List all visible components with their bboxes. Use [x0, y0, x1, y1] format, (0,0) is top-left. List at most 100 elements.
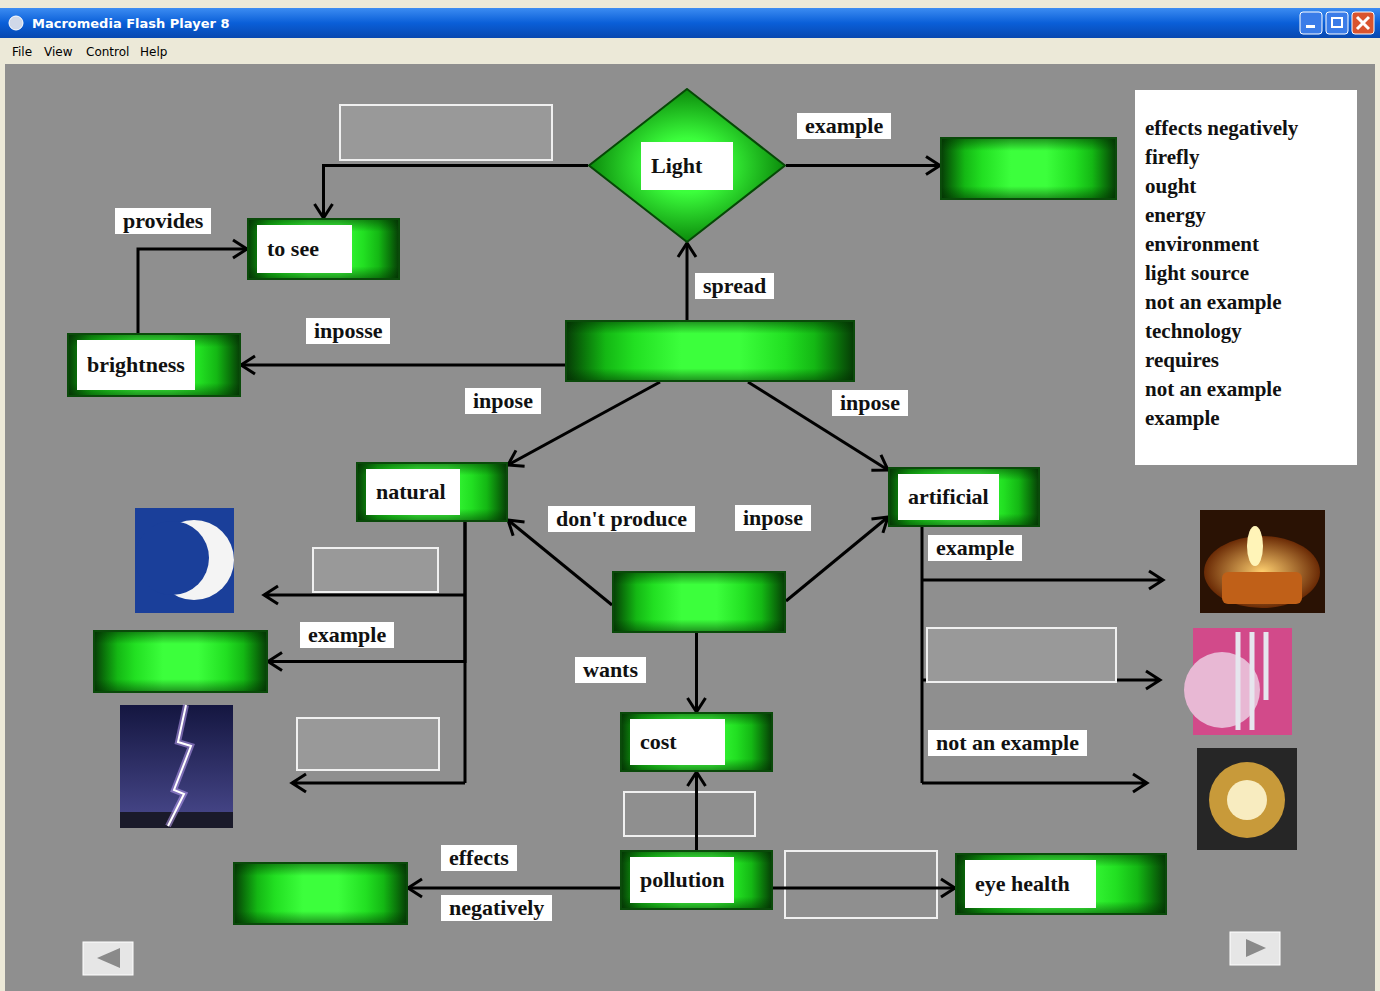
back-triangle	[97, 948, 120, 968]
bulb-core	[1227, 780, 1267, 820]
connector-line	[138, 249, 247, 333]
connector	[678, 243, 696, 320]
connector	[688, 772, 706, 850]
connector-line	[786, 164, 940, 167]
connector	[773, 879, 955, 897]
bulb-outer	[1209, 762, 1285, 838]
concept-box: brightness	[67, 333, 241, 397]
word-option: ought	[1135, 172, 1196, 201]
plate	[1184, 652, 1260, 728]
blank-box	[612, 571, 786, 633]
concept-box: pollution	[620, 850, 773, 910]
link-label: example	[928, 535, 1022, 561]
arrow-head	[871, 517, 888, 533]
connector-line	[508, 520, 612, 605]
concept-box: eye health	[955, 853, 1167, 915]
diamond-shape	[589, 89, 785, 242]
link-label: negatively	[441, 895, 552, 921]
connector-line	[695, 772, 698, 850]
link-label: wants	[575, 657, 646, 683]
lightning-glow	[168, 705, 191, 826]
answer-slot	[624, 792, 755, 836]
word-option: light source	[1135, 259, 1249, 288]
arrow-head	[941, 879, 955, 897]
window-title: Macromedia Flash Player 8	[32, 16, 229, 31]
back-button	[83, 942, 133, 975]
word-option: environment	[1135, 230, 1259, 259]
node-label: eye health	[965, 860, 1096, 908]
link-label: don't produce	[548, 506, 695, 532]
blank-box	[93, 630, 268, 693]
answer-slot	[927, 628, 1116, 682]
connector	[138, 240, 247, 333]
branch-arrow	[292, 774, 465, 792]
node-label: brightness	[77, 340, 195, 390]
answer-slot	[785, 851, 937, 918]
concept-box: natural	[356, 462, 508, 522]
close-button	[1352, 12, 1374, 34]
restore-glyph	[1332, 18, 1342, 27]
answer-slot	[297, 718, 439, 770]
close-glyph	[1357, 17, 1369, 29]
word-option: not an example	[1135, 288, 1282, 317]
link-label: example	[300, 622, 394, 648]
connector	[688, 633, 706, 712]
connector-line	[268, 522, 465, 662]
blank-box	[565, 320, 855, 382]
concept-box: artificial	[888, 467, 1040, 527]
link-label: inposse	[306, 318, 390, 344]
moon-shadow	[135, 521, 209, 595]
concept-box: cost	[620, 712, 773, 772]
connector	[786, 157, 940, 175]
arrow-head	[508, 520, 525, 536]
connector	[315, 166, 589, 219]
link-label: provides	[115, 208, 211, 234]
arrow-head	[688, 698, 706, 712]
minimize-glyph	[1306, 25, 1315, 28]
cutlery	[1238, 632, 1266, 730]
link-label: inpose	[465, 388, 541, 414]
blank-box	[940, 137, 1117, 200]
link-label: spread	[695, 273, 774, 299]
next-button	[1230, 932, 1280, 965]
branch-line	[921, 527, 924, 783]
connector	[508, 520, 612, 605]
blank-box	[233, 862, 408, 925]
link-label: inpose	[832, 390, 908, 416]
menu-item: View	[44, 45, 72, 59]
link-label: not an example	[928, 730, 1087, 756]
node-label: natural	[366, 469, 460, 515]
node-label: to see	[257, 225, 352, 273]
arrow-head	[688, 772, 706, 786]
answer-slot	[340, 105, 552, 160]
word-option: example	[1135, 404, 1220, 433]
word-bank: effects negativelyfireflyoughtenergyenvi…	[1135, 90, 1357, 465]
candle-picture	[1200, 510, 1325, 613]
lightning-bolt	[168, 705, 191, 826]
menu-item: Help	[140, 45, 167, 59]
lightning-picture	[120, 705, 233, 828]
connector-line	[241, 364, 565, 367]
menu-item: File	[12, 45, 32, 59]
arrow-head	[926, 157, 940, 175]
answer-slot	[313, 548, 438, 592]
moon-picture	[135, 508, 234, 613]
connector-line	[324, 166, 589, 219]
arrow-head	[268, 653, 282, 671]
candle-flame	[1247, 526, 1263, 566]
arrow-head	[508, 450, 525, 466]
app-icon	[9, 16, 23, 30]
connector-line	[686, 243, 689, 320]
word-option: energy	[1135, 201, 1206, 230]
arrow-head	[408, 879, 422, 897]
connector	[241, 356, 565, 374]
node-label: pollution	[630, 857, 734, 903]
node-label: Light	[641, 142, 733, 190]
arrow-head	[315, 204, 333, 218]
connector-line	[773, 887, 955, 890]
concept-diamond: Light	[588, 88, 786, 243]
stage-ground	[5, 64, 1375, 991]
link-label: effects	[441, 845, 517, 871]
next-triangle	[1246, 939, 1266, 957]
arrow-head	[871, 455, 888, 470]
